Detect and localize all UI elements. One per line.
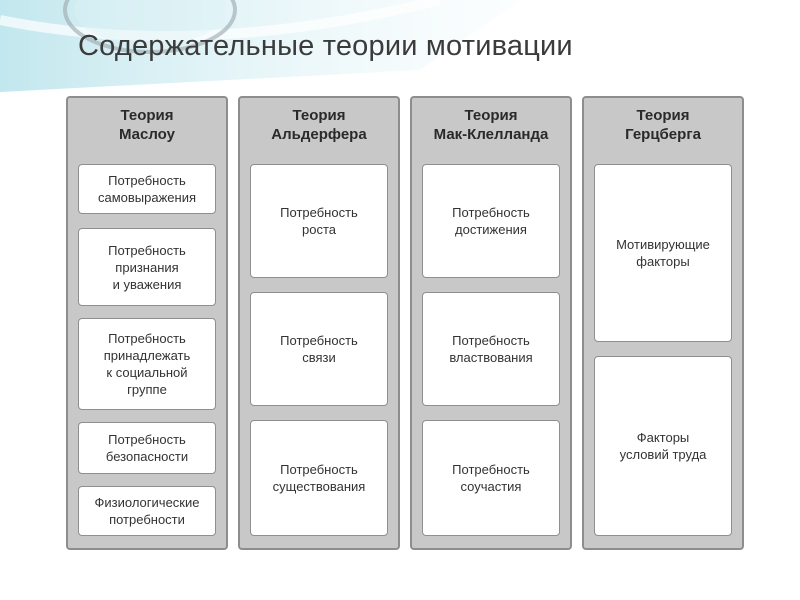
column-mcclelland: Теория Мак-Клелланда Потребность достиже… xyxy=(410,96,572,550)
mcclelland-need-affiliation: Потребность соучастия xyxy=(422,420,560,536)
column-header: Теория Герцберга xyxy=(625,107,701,143)
background-swoosh xyxy=(0,0,520,92)
mcclelland-need-achievement: Потребность достижения xyxy=(422,164,560,278)
magnifier-glass-decoration xyxy=(74,0,226,45)
maslow-need-self-actualization: Потребность самовыражения xyxy=(78,164,216,214)
maslow-need-physiological: Физиологические потребности xyxy=(78,486,216,536)
column-alderfer: Теория Альдерфера Потребность роста Потр… xyxy=(238,96,400,550)
maslow-need-safety: Потребность безопасности xyxy=(78,422,216,474)
column-maslow: Теория Маслоу Потребность самовыражения … xyxy=(66,96,228,550)
magnifier-lens-decoration xyxy=(63,0,237,54)
mcclelland-need-power: Потребность властвования xyxy=(422,292,560,406)
alderfer-need-existence: Потребность существования xyxy=(250,420,388,536)
column-header: Теория Мак-Клелланда xyxy=(433,107,549,143)
alderfer-need-growth: Потребность роста xyxy=(250,164,388,278)
alderfer-need-relatedness: Потребность связи xyxy=(250,292,388,406)
herzberg-motivating-factors: Мотивирующие факторы xyxy=(594,164,732,342)
background-stripe xyxy=(0,0,442,41)
maslow-need-esteem: Потребность признания и уважения xyxy=(78,228,216,306)
maslow-need-belonging: Потребность принадлежать к социальной гр… xyxy=(78,318,216,410)
column-header: Теория Альдерфера xyxy=(271,107,367,143)
column-header: Теория Маслоу xyxy=(118,107,175,143)
column-herzberg: Теория Герцберга Мотивирующие факторы Фа… xyxy=(582,96,744,550)
herzberg-hygiene-factors: Факторы условий труда xyxy=(594,356,732,536)
slide-title: Содержательные теории мотивации xyxy=(78,30,573,62)
